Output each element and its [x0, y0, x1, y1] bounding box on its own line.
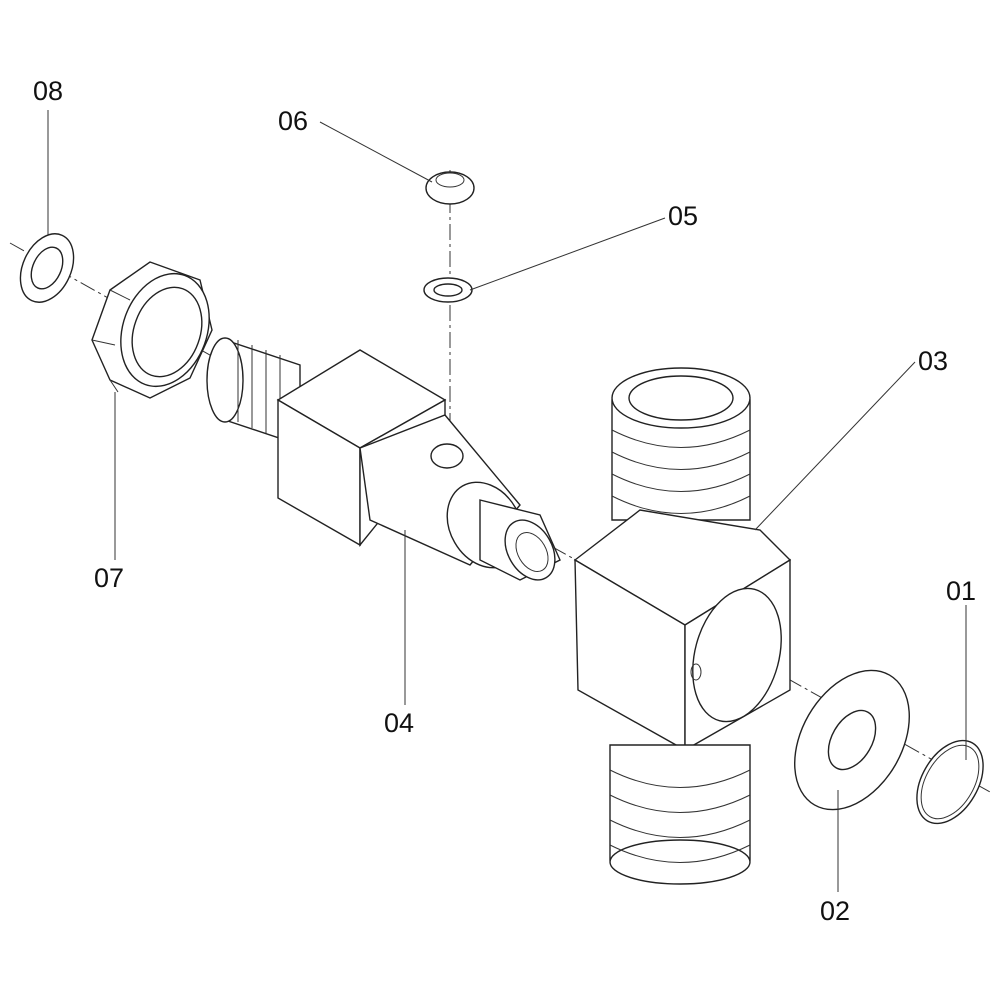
part-04-adapter-fitting	[206, 337, 561, 581]
leader-lines	[47, 110, 967, 892]
part-07-hex-nut	[91, 261, 213, 399]
label-part-06: 06	[278, 106, 309, 136]
part-06-check-ball	[425, 171, 475, 205]
part-01-retaining-ring	[916, 739, 984, 825]
label-part-03: 03	[918, 346, 949, 376]
part-03-tee-body	[573, 367, 792, 885]
label-part-08: 08	[33, 76, 64, 106]
part-05-o-ring	[423, 277, 473, 303]
label-part-02: 02	[820, 896, 851, 926]
label-part-07: 07	[94, 563, 125, 593]
part-02-washer	[794, 669, 910, 811]
label-part-01: 01	[946, 576, 977, 606]
label-part-05: 05	[668, 201, 699, 231]
label-part-04: 04	[384, 708, 415, 738]
part-08-washer	[19, 233, 75, 303]
